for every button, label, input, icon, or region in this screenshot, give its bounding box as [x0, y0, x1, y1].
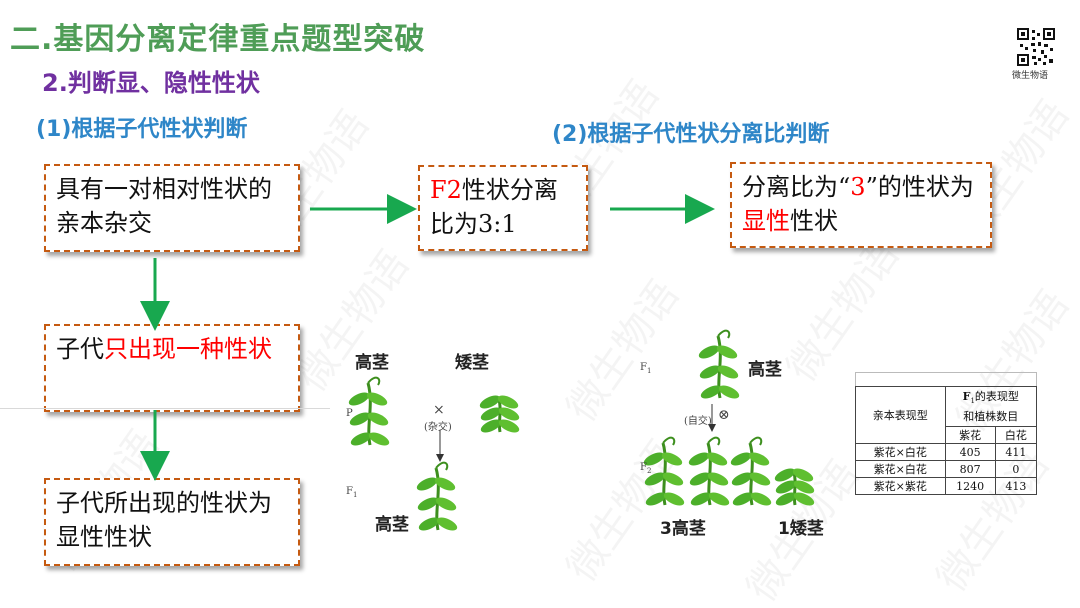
table-top-border	[855, 372, 1037, 387]
tall-count-label: 3高茎	[660, 514, 706, 539]
tall-plant-image	[729, 438, 773, 509]
generation-f2-label: F2	[640, 462, 651, 475]
table-subheader-purple: 紫花	[945, 427, 995, 444]
table-cell: 807	[945, 461, 995, 478]
short-plant-image	[478, 393, 521, 435]
cross-results-table: 亲本表现型 F1的表现型和植株数目 紫花 白花 紫花×白花 405 411 紫花…	[855, 386, 1037, 495]
table-row: 紫花×白花 405 411	[856, 444, 1037, 461]
table-cell: 413	[995, 478, 1036, 495]
generation-p-label: P	[346, 408, 353, 419]
short-count-label: 1矮茎	[778, 514, 824, 539]
table-cell: 411	[995, 444, 1036, 461]
short-plant-image	[773, 466, 816, 508]
tall-plant-image	[687, 438, 731, 509]
table-cell: 0	[995, 461, 1036, 478]
table-header-f1: F1的表现型和植株数目	[945, 387, 1036, 427]
tall-label: 高茎	[748, 355, 782, 380]
short-label: 矮茎	[455, 348, 489, 373]
table-cell: 紫花×白花	[856, 444, 946, 461]
generation-f1-label: F1	[346, 486, 357, 499]
generation-f1-label: F1	[640, 362, 651, 375]
cross-symbol: ×	[433, 402, 445, 418]
table-cell: 405	[945, 444, 995, 461]
table-header-parents: 亲本表现型	[856, 387, 946, 444]
table-cell: 紫花×白花	[856, 461, 946, 478]
table-row: 紫花×紫花 1240 413	[856, 478, 1037, 495]
tall-label: 高茎	[355, 348, 389, 373]
offspring-tall-label: 高茎	[375, 510, 409, 535]
selfing-label: (自交)	[684, 412, 712, 427]
tall-plant-image	[347, 378, 391, 449]
tall-plant-image	[415, 463, 459, 534]
table-row: 紫花×白花 807 0	[856, 461, 1037, 478]
table-cell: 紫花×紫花	[856, 478, 946, 495]
cross-label: (杂交)	[424, 418, 452, 433]
tall-plant-image	[697, 331, 741, 402]
selfing-symbol: ⊗	[718, 407, 730, 423]
table-cell: 1240	[945, 478, 995, 495]
table-subheader-white: 白花	[995, 427, 1036, 444]
